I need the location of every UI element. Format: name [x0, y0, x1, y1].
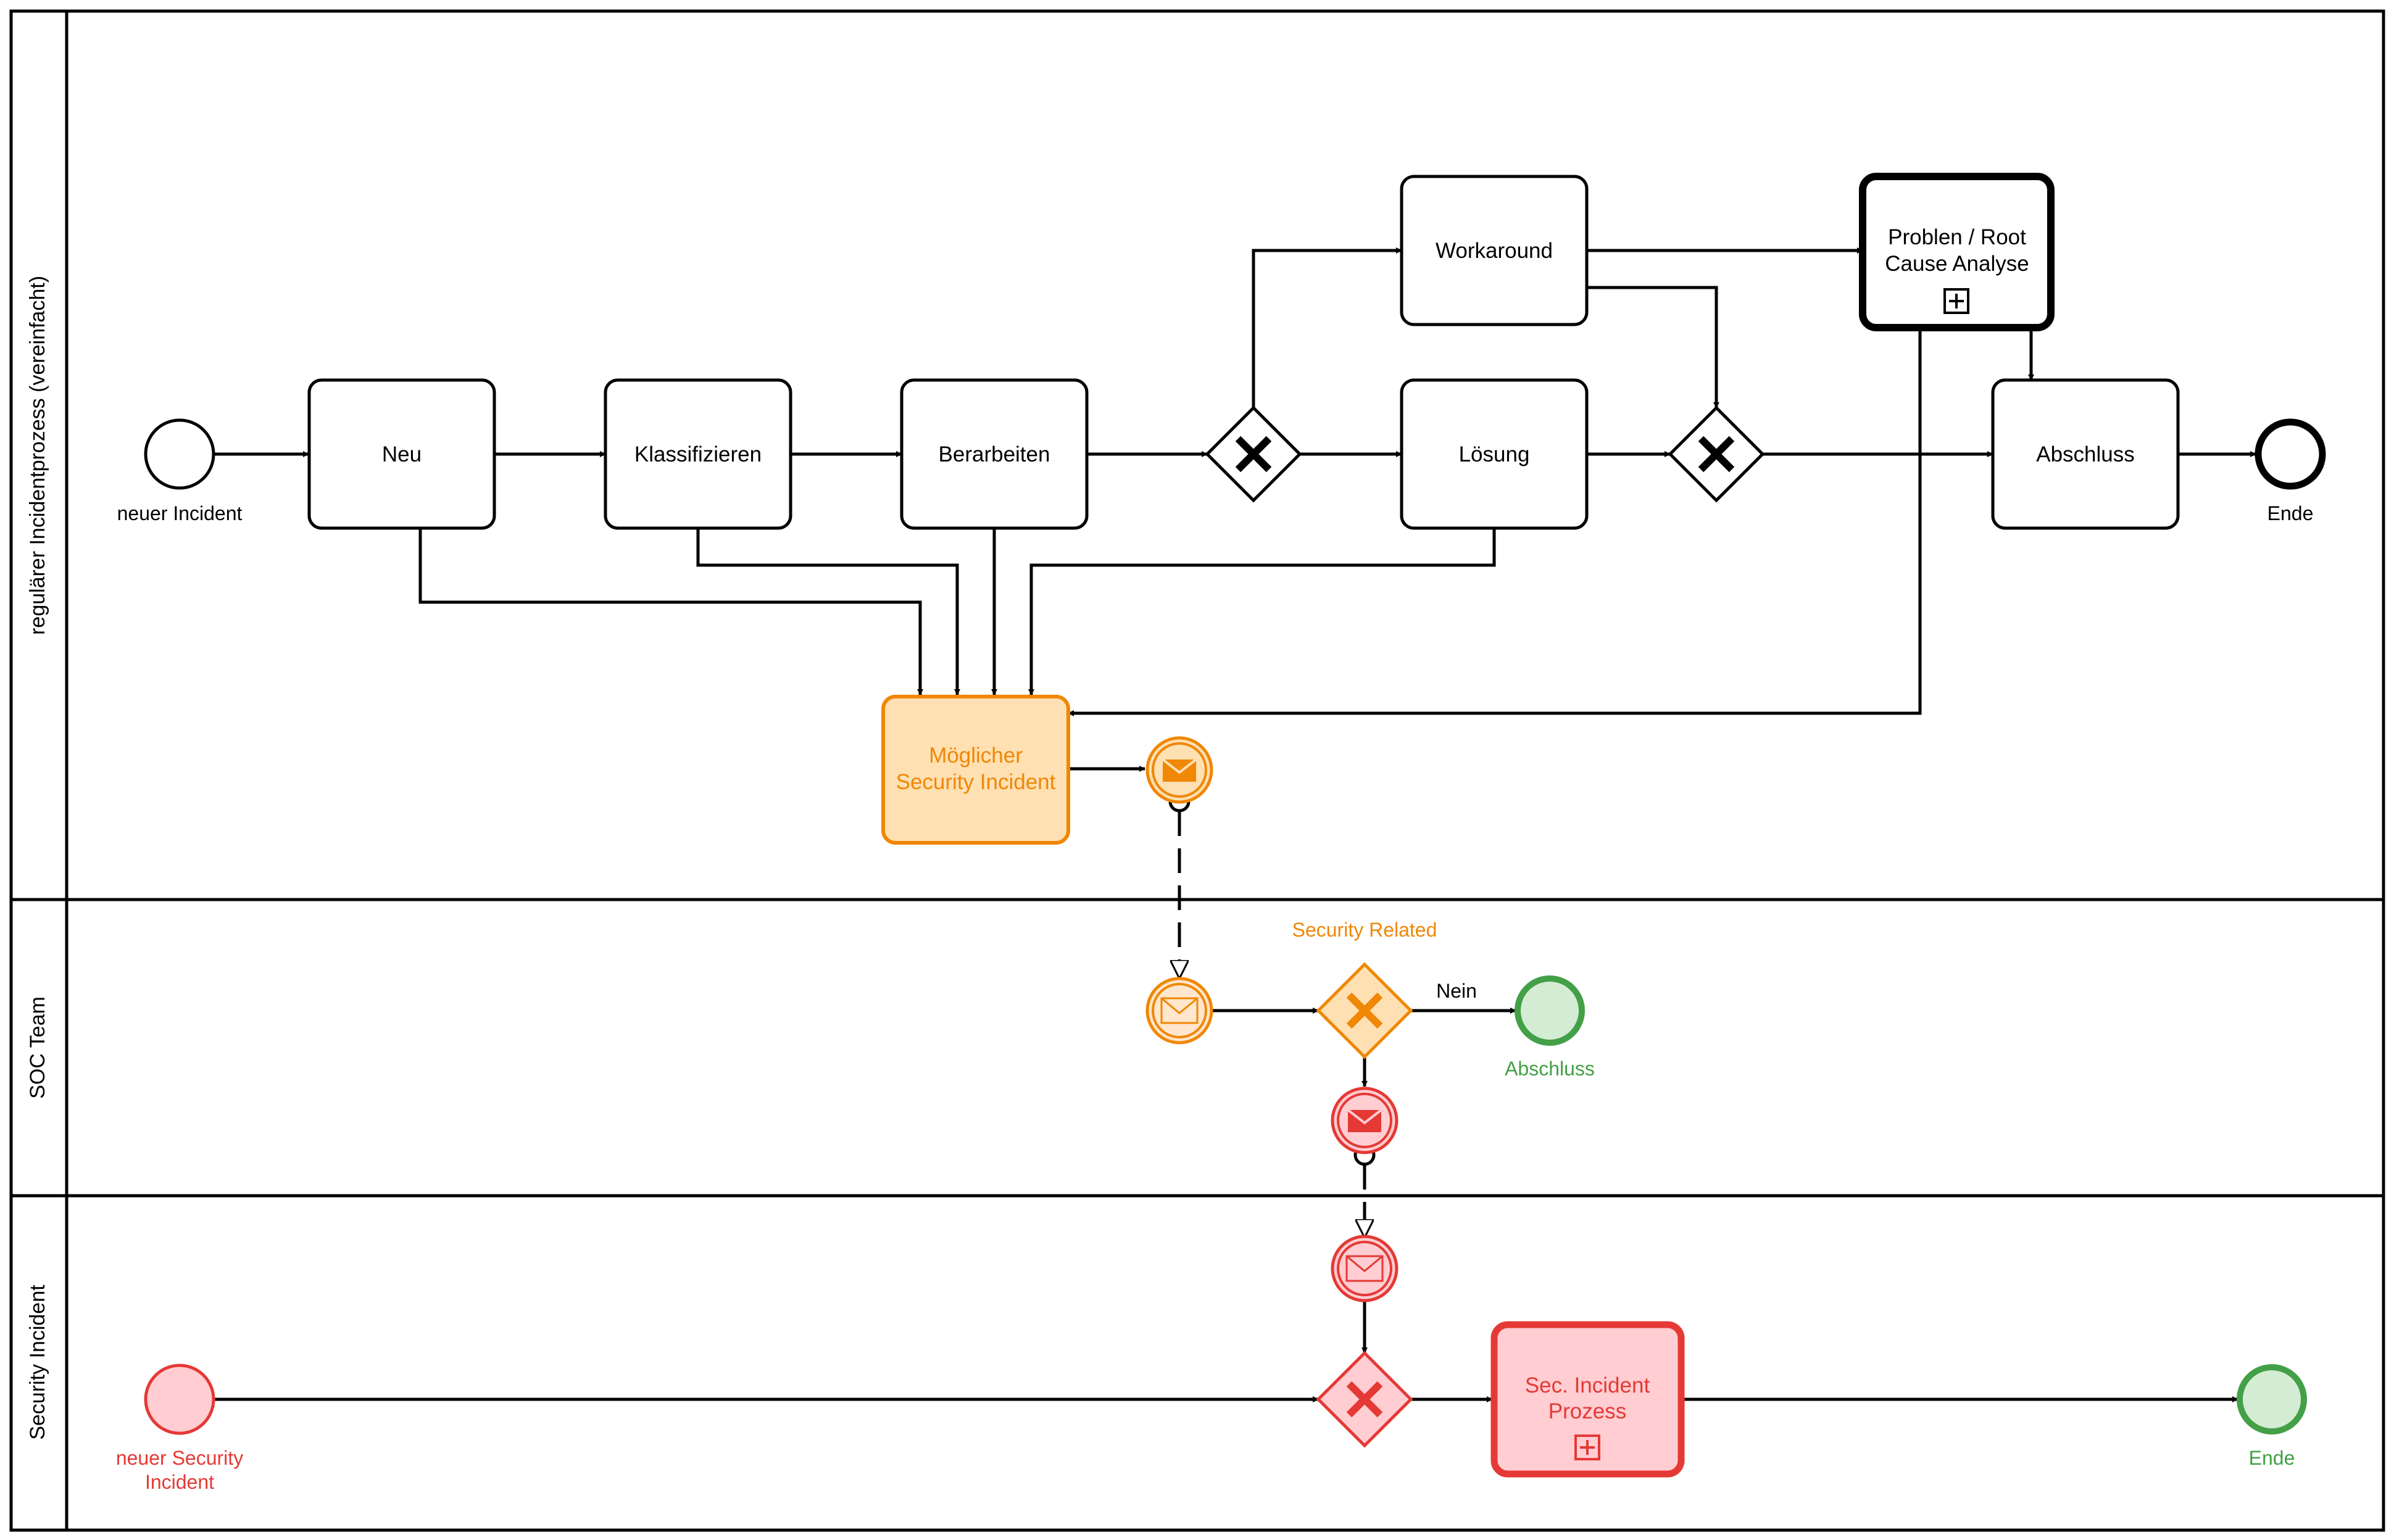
task-workaround-label: Workaround	[1436, 239, 1553, 263]
task-abschluss-label: Abschluss	[2036, 442, 2135, 466]
subprocess-sec-incident-prozess[interactable]: Sec. Incident Prozess	[1490, 1321, 1685, 1478]
expand-plus-icon[interactable]	[1574, 1434, 1600, 1460]
end-event-soc-label: Abschluss	[1505, 1058, 1595, 1080]
envelope-filled-icon	[1347, 1109, 1382, 1132]
end-event-security-label: Ende	[2249, 1447, 2295, 1469]
gateway-xor-2	[1668, 405, 1765, 503]
gateway-xor-1	[1205, 405, 1302, 503]
lane-label-soc: SOC Team	[26, 996, 49, 1099]
start-event-neuer-security-incident	[144, 1364, 215, 1435]
start-event-security-label-1: neuer Security	[116, 1447, 243, 1469]
sequence-flows-security	[214, 1302, 2238, 1402]
subprocess-sec-label-1: Sec. Incident	[1525, 1373, 1650, 1397]
subprocess-problem-label-2: Cause Analyse	[1885, 252, 2029, 276]
start-event-neuer-incident	[144, 418, 215, 490]
task-klassifizieren[interactable]: Klassifizieren	[604, 378, 792, 530]
gateway-security-incident	[1316, 1351, 1413, 1448]
task-moeglicher-label-2: Security Incident	[896, 770, 1056, 794]
envelope-outline-icon	[1160, 997, 1199, 1024]
sequence-flows-regular	[214, 247, 2256, 772]
envelope-outline-icon	[1345, 1255, 1384, 1282]
start-event-security-label-2: Incident	[145, 1471, 214, 1493]
message-catch-red	[1331, 1235, 1399, 1302]
task-klassifizieren-label: Klassifizieren	[634, 442, 762, 466]
task-berarbeiten-label: Berarbeiten	[939, 442, 1050, 466]
task-loesung[interactable]: Lösung	[1400, 378, 1589, 530]
end-event-ende	[2255, 418, 2326, 490]
task-moeglicher-security-incident[interactable]: Möglicher Security Incident	[881, 695, 1070, 845]
expand-plus-icon[interactable]	[1943, 288, 1969, 314]
subprocess-problem-label-1: Problen / Root	[1888, 225, 2026, 249]
end-event-label: Ende	[2267, 502, 2314, 524]
end-event-soc-abschluss	[1515, 975, 1585, 1046]
task-loesung-label: Lösung	[1459, 442, 1530, 466]
end-event-security-ende	[2237, 1364, 2307, 1434]
lane-label-regular: regulärer Incidentprozess (vereinfacht)	[26, 276, 49, 635]
subprocess-sec-label-2: Prozess	[1548, 1399, 1626, 1423]
start-event-label: neuer Incident	[117, 502, 243, 524]
flow-label-nein: Nein	[1436, 980, 1477, 1002]
task-neu-label: Neu	[382, 442, 422, 466]
pool	[9, 9, 2385, 1532]
task-abschluss[interactable]: Abschluss	[1991, 378, 2180, 530]
subprocess-problem-analyse[interactable]: Problen / Root Cause Analyse	[1859, 173, 2055, 331]
gateway-security-related	[1316, 962, 1413, 1059]
lane-label-security: Security Incident	[26, 1285, 49, 1440]
message-throw-orange	[1145, 736, 1213, 804]
task-moeglicher-label-1: Möglicher	[929, 743, 1023, 768]
gateway-security-related-label: Security Related	[1292, 919, 1437, 941]
message-throw-red	[1331, 1087, 1399, 1154]
sequence-flows-soc	[1212, 1008, 1516, 1087]
task-workaround[interactable]: Workaround	[1400, 175, 1589, 326]
task-neu[interactable]: Neu	[307, 378, 496, 530]
message-catch-orange	[1145, 977, 1213, 1045]
envelope-filled-icon	[1162, 758, 1197, 782]
task-berarbeiten[interactable]: Berarbeiten	[900, 378, 1089, 530]
